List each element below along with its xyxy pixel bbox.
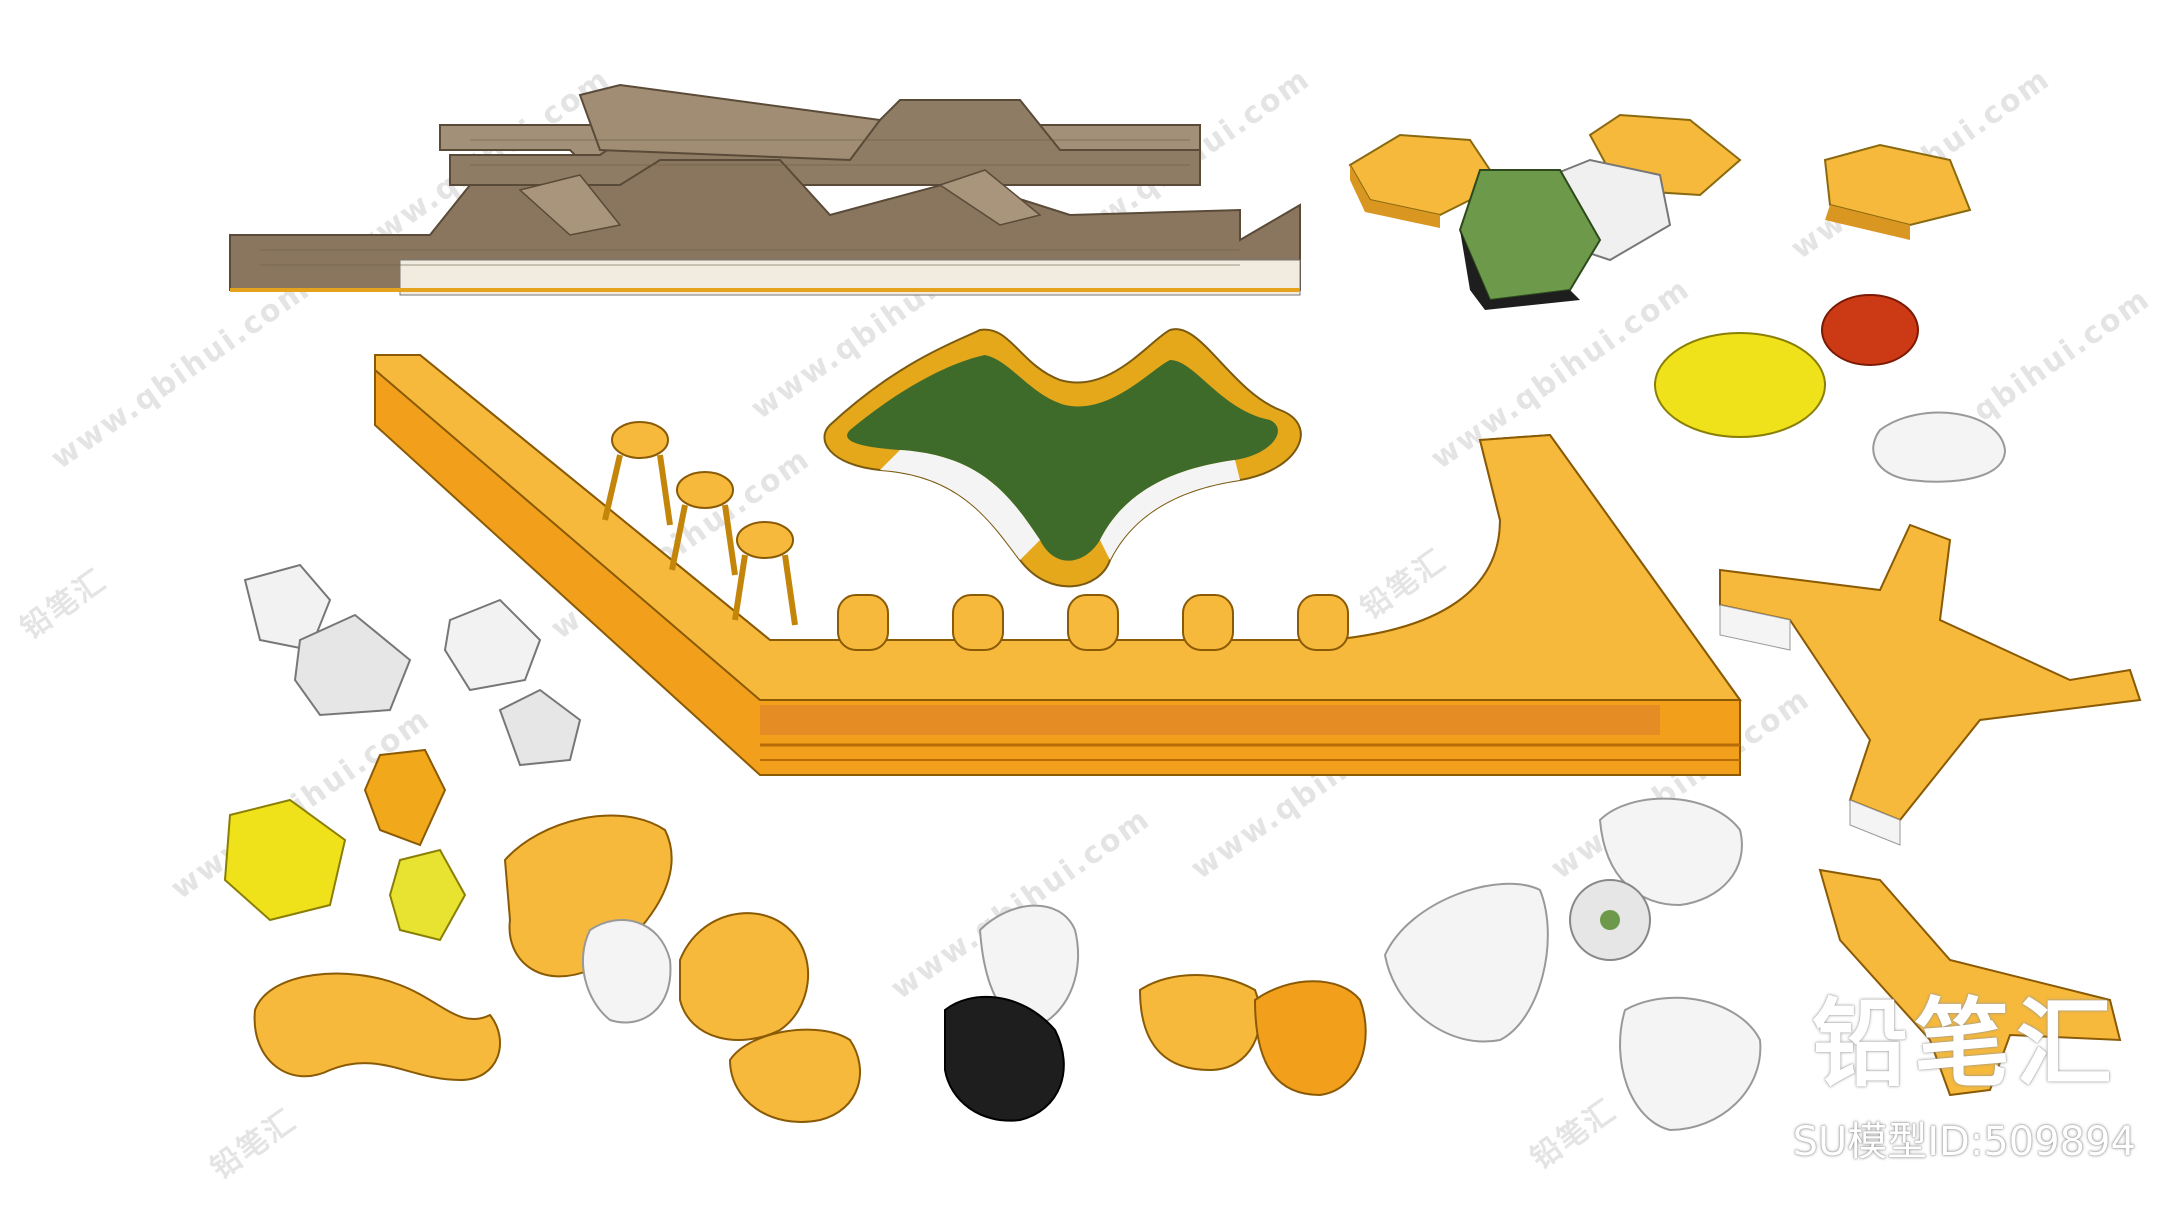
bar-stool xyxy=(1297,594,1349,651)
bar-stool xyxy=(732,521,798,626)
honeycomb-seat-cluster xyxy=(1348,113,1972,310)
bar-stool xyxy=(1182,594,1234,651)
bar-stool xyxy=(837,594,889,651)
bar-stool xyxy=(952,594,1004,651)
brand-logo-text: 铅笔汇 xyxy=(1812,988,2118,1100)
wooden-stepped-bench xyxy=(229,83,1301,296)
bar-stools xyxy=(602,421,1349,651)
model-id-label: SU模型ID:509894 xyxy=(1792,1119,2136,1165)
watermark-brand: 铅笔汇 xyxy=(15,563,114,647)
pebble-seats-bottom xyxy=(253,814,1367,1123)
watermark-brand: 铅笔汇 xyxy=(205,1103,304,1187)
bar-stool xyxy=(669,471,738,576)
watermark-brand: 铅笔汇 xyxy=(1525,1093,1624,1177)
crystal-rocks xyxy=(223,563,582,942)
bar-counter xyxy=(374,354,1742,776)
white-petal-seats xyxy=(1383,797,1762,1132)
green-planter xyxy=(823,328,1302,588)
y-bench-lower xyxy=(1818,868,2122,1097)
y-bench-upper xyxy=(1719,523,2142,846)
bar-stool xyxy=(602,421,673,526)
bar-stool xyxy=(1067,594,1119,651)
pebble-stools-right xyxy=(1654,294,2007,483)
watermark-text: www.qbihui.com xyxy=(45,271,317,476)
